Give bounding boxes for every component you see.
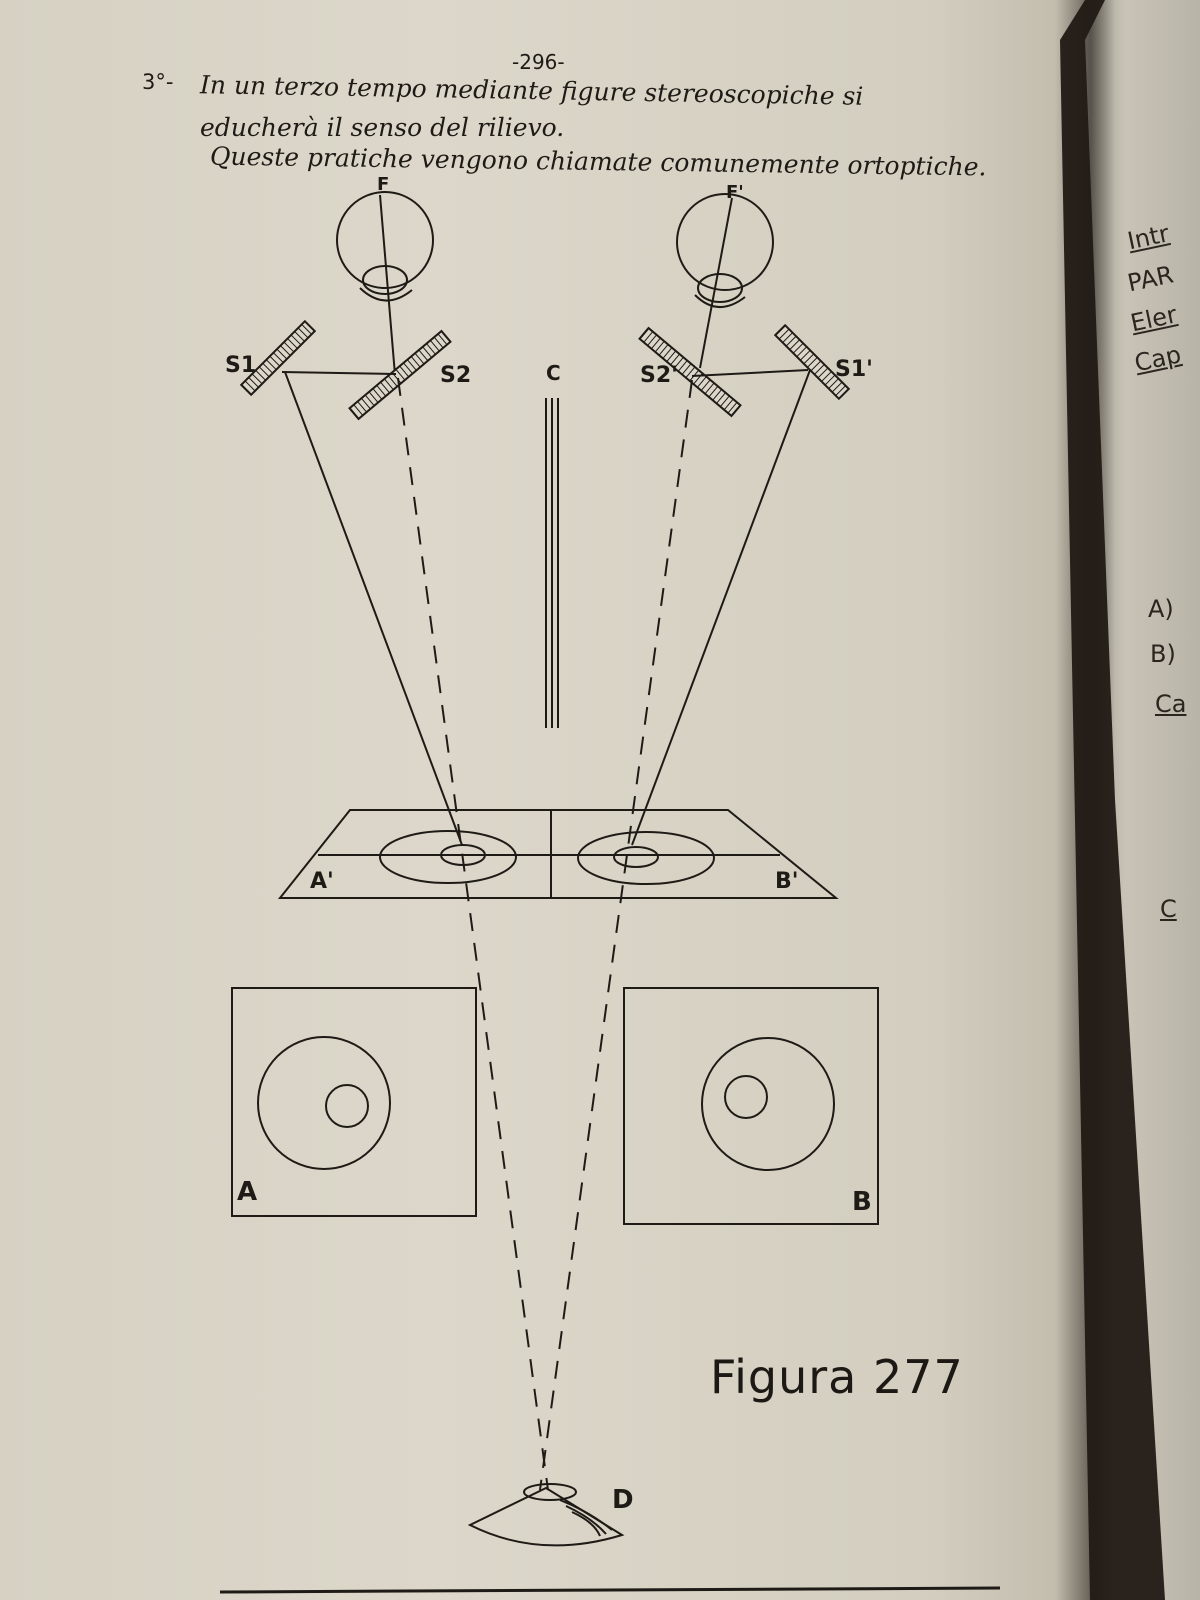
label-s1-prime: S1' <box>835 357 873 382</box>
item-number: 3°- <box>142 70 174 94</box>
label-d: D <box>612 1485 634 1515</box>
card-a <box>231 987 477 1217</box>
bottom-rule <box>219 1586 1001 1594</box>
mirror-s2 <box>348 329 452 421</box>
right-dashed-ray <box>539 379 693 1491</box>
page-number: -296- <box>512 50 565 74</box>
label-b-prime: B' <box>775 869 799 894</box>
margin-text-5: A) <box>1148 595 1174 623</box>
mirror-s1 <box>239 319 317 397</box>
book-spine-shadow <box>1055 0 1115 1600</box>
target-plane <box>277 809 839 899</box>
card-b <box>623 987 879 1225</box>
right-eye <box>676 193 774 369</box>
partition-c <box>545 398 559 728</box>
label-b: B <box>852 1187 872 1217</box>
mirror-s2-prime <box>638 326 742 418</box>
label-s1: S1 <box>225 353 256 378</box>
left-eye <box>336 191 434 376</box>
label-a: A <box>237 1177 257 1207</box>
label-f: F <box>377 174 389 195</box>
figure-caption: Figura 277 <box>710 1350 964 1404</box>
handwritten-line-2: educherà il senso del rilievo. <box>200 113 565 142</box>
left-mirror-link <box>281 371 397 375</box>
margin-text-7: Ca <box>1155 690 1187 718</box>
left-ray <box>284 371 463 846</box>
lamp-d <box>467 1483 625 1547</box>
margin-text-6: B) <box>1150 640 1176 668</box>
label-c: C <box>546 361 561 385</box>
left-dashed-ray <box>397 377 549 1491</box>
mirror-s1-prime <box>773 323 851 401</box>
label-f-prime: F' <box>726 182 744 203</box>
right-ray <box>631 369 811 846</box>
margin-text-8: C <box>1160 895 1177 923</box>
label-s2-prime: S2' <box>640 363 678 388</box>
book-page <box>0 0 1090 1600</box>
label-a-prime: A' <box>310 869 334 894</box>
right-mirror-link <box>691 369 809 377</box>
label-s2: S2 <box>440 363 471 388</box>
